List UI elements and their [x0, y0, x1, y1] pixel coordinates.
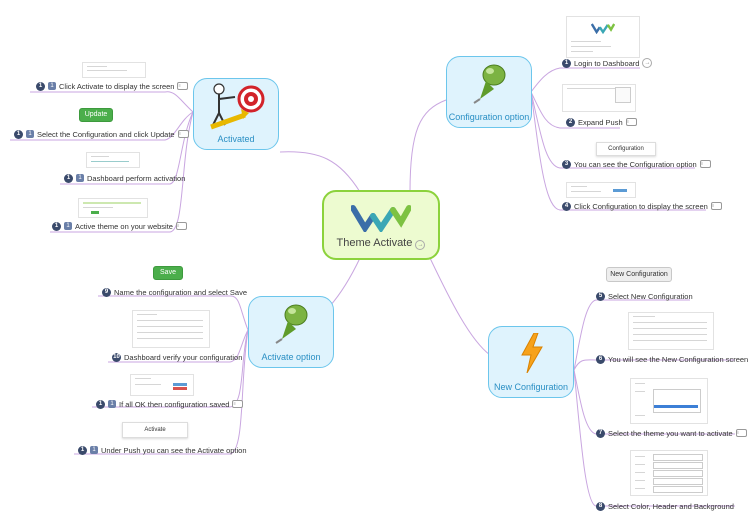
item-text: Select Color, Header and Background [608, 501, 734, 511]
step-number-icon: 1 [14, 129, 23, 139]
list-item[interactable]: 4 Click Configuration to display the scr… [562, 200, 722, 212]
step-number-icon: 1 [78, 445, 87, 455]
configuration-button[interactable]: Configuration [596, 142, 656, 156]
list-item[interactable]: 1 1 Click Activate to display the screen… [36, 80, 189, 92]
screenshot-login-dashboard [566, 16, 640, 58]
topic-activated-label: Activated [217, 134, 255, 144]
target-presenter-icon [210, 83, 265, 130]
note-icon[interactable]: ≡ [177, 82, 189, 90]
step-number-icon: 9 [102, 287, 111, 297]
list-item[interactable]: 1 1 Under Push you can see the Activate … [78, 444, 247, 456]
step-number-icon: 8 [596, 501, 605, 511]
green-pin-icon [473, 64, 506, 104]
note-icon[interactable]: ≡ [710, 202, 722, 210]
list-item[interactable]: 6 You will see the New Configuration scr… [596, 353, 748, 365]
note-icon[interactable]: ≡ [625, 118, 637, 126]
step-square-icon: 1 [90, 446, 98, 454]
step-square-icon: 1 [64, 222, 72, 230]
topic-new-configuration[interactable]: New Configuration [488, 326, 574, 398]
list-item[interactable]: 9 Name the configuration and select Save [102, 286, 247, 298]
list-item[interactable]: 2 Expand Push ≡ [566, 116, 637, 128]
screenshot-new-configuration-screen [628, 312, 714, 350]
list-item[interactable]: 8 Select Color, Header and Background [596, 500, 734, 512]
item-text: Expand Push [578, 117, 623, 127]
list-item[interactable]: 1 1 Active theme on your website ≡ [52, 220, 187, 232]
list-item[interactable]: 10 Dashboard verify your configuration [112, 351, 242, 363]
item-text: Select New Configuration [608, 291, 693, 301]
w-logo-icon [351, 205, 411, 232]
green-pin-icon [275, 304, 308, 344]
step-square-icon: 1 [108, 400, 116, 408]
step-square-icon: 1 [48, 82, 56, 90]
list-item[interactable]: 5 Select New Configuration [596, 290, 693, 302]
step-number-icon: 10 [112, 352, 121, 362]
note-icon[interactable]: ≡ [699, 160, 711, 168]
new-configuration-button[interactable]: New Configuration [606, 267, 672, 282]
item-text: Click Configuration to display the scree… [574, 201, 708, 211]
item-text: Name the configuration and select Save [114, 287, 247, 297]
update-button[interactable]: Update [79, 108, 113, 122]
step-number-icon: 1 [562, 58, 571, 68]
save-button[interactable]: Save [153, 266, 183, 280]
step-number-icon: 1 [52, 221, 61, 231]
note-icon[interactable]: ≡ [175, 222, 187, 230]
note-icon[interactable]: ≡ [177, 130, 189, 138]
w-logo-icon [591, 23, 615, 34]
item-text: Active theme on your website [75, 221, 173, 231]
topic-new-configuration-label: New Configuration [493, 382, 569, 392]
list-item[interactable]: 1 1 If all OK then configuration saved ≡ [96, 398, 244, 410]
step-square-icon: 1 [76, 174, 84, 182]
item-text: Under Push you can see the Activate opti… [101, 445, 247, 455]
step-number-icon: 1 [64, 173, 73, 183]
item-text: Dashboard perform activation [87, 173, 186, 183]
step-number-icon: 2 [566, 117, 575, 127]
step-number-icon: 3 [562, 159, 571, 169]
screenshot-verify-configuration [132, 310, 210, 348]
item-text: Select the theme you want to activate [608, 428, 733, 438]
list-item[interactable]: 3 You can see the Configuration option ≡ [562, 158, 711, 170]
list-item[interactable]: 7 Select the theme you want to activate … [596, 427, 747, 439]
topic-activate-option[interactable]: Activate option [248, 296, 334, 368]
step-number-icon: 7 [596, 428, 605, 438]
item-text: Dashboard verify your configuration [124, 352, 243, 362]
note-icon[interactable]: ≡ [232, 400, 244, 408]
screenshot-select-theme [630, 378, 708, 424]
item-text: Click Activate to display the screen [59, 81, 175, 91]
activate-button[interactable]: Activate [122, 422, 188, 438]
note-icon[interactable]: ≡ [735, 429, 747, 437]
screenshot-color-header-background [630, 450, 708, 496]
step-number-icon: 4 [562, 201, 571, 211]
screenshot-active-theme [78, 198, 148, 218]
list-item[interactable]: 1 1 Dashboard perform activation [64, 172, 185, 184]
topic-configuration-option-label: Configuration option [448, 112, 530, 122]
lightning-icon [521, 333, 543, 373]
goto-icon[interactable]: → [415, 240, 426, 250]
screenshot-activate-screen [82, 62, 146, 78]
screenshot-configuration-screen [566, 182, 636, 198]
item-text: Select the Configuration and click Updat… [37, 129, 175, 139]
step-number-icon: 6 [596, 354, 605, 364]
list-item[interactable]: 1 1 Select the Configuration and click U… [14, 128, 189, 140]
screenshot-expand-push [562, 84, 636, 112]
central-topic-label: Theme Activate [336, 237, 413, 249]
screenshot-dashboard-activation [86, 152, 140, 168]
goto-icon[interactable]: → [642, 58, 653, 68]
item-text: Login to Dashboard [574, 58, 640, 68]
topic-activated[interactable]: Activated [193, 78, 279, 150]
list-item[interactable]: 1 Login to Dashboard → [562, 57, 653, 69]
step-number-icon: 1 [36, 81, 45, 91]
step-number-icon: 1 [96, 399, 105, 409]
item-text: You can see the Configuration option [574, 159, 697, 169]
topic-activate-option-label: Activate option [261, 352, 321, 362]
step-number-icon: 5 [596, 291, 605, 301]
central-topic[interactable]: Theme Activate → [322, 190, 440, 260]
item-text: You will see the New Configuration scree… [608, 354, 749, 364]
topic-configuration-option[interactable]: Configuration option [446, 56, 532, 128]
step-square-icon: 1 [26, 130, 34, 138]
screenshot-configuration-saved [130, 374, 194, 396]
item-text: If all OK then configuration saved [119, 399, 230, 409]
